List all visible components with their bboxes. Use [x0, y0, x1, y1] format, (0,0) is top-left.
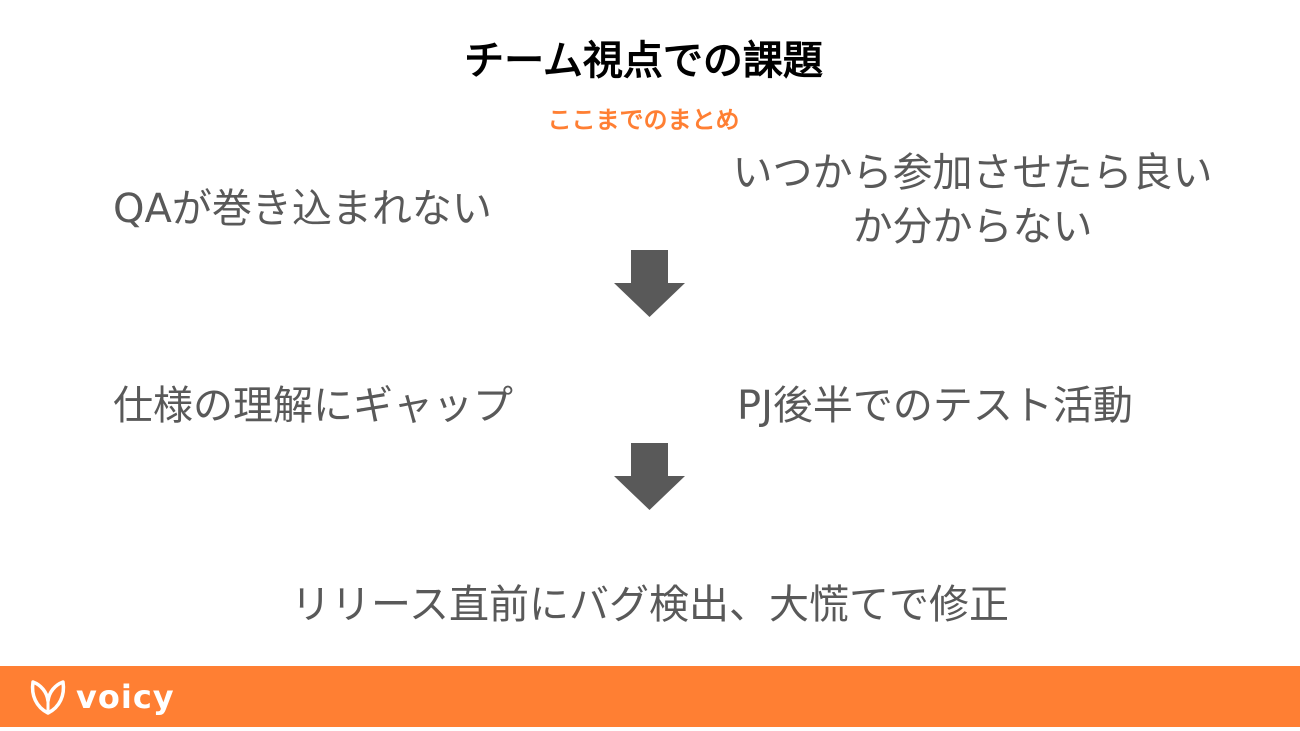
issue-qa-not-involved: QAが巻き込まれない: [113, 186, 492, 232]
slide-title: チーム視点での課題: [464, 38, 823, 84]
slide-subtitle: ここまでのまとめ: [547, 106, 740, 134]
brand-name: voicy: [76, 678, 175, 716]
issue-late-testing: PJ後半でのテスト活動: [737, 383, 1133, 429]
voicy-leaf-icon: [30, 680, 66, 715]
issue-when-to-involve: いつから参加させたら良いか分からない: [732, 150, 1213, 250]
voicy-logo: voicy: [28, 677, 175, 717]
footer-bar: voicy: [0, 666, 1300, 727]
result-bugs-before-release: リリース直前にバグ検出、大慌てで修正: [291, 582, 1009, 628]
down-arrow-icon: [614, 443, 685, 510]
issue-spec-understanding-gap: 仕様の理解にギャップ: [113, 383, 513, 429]
down-arrow-icon: [614, 250, 685, 317]
